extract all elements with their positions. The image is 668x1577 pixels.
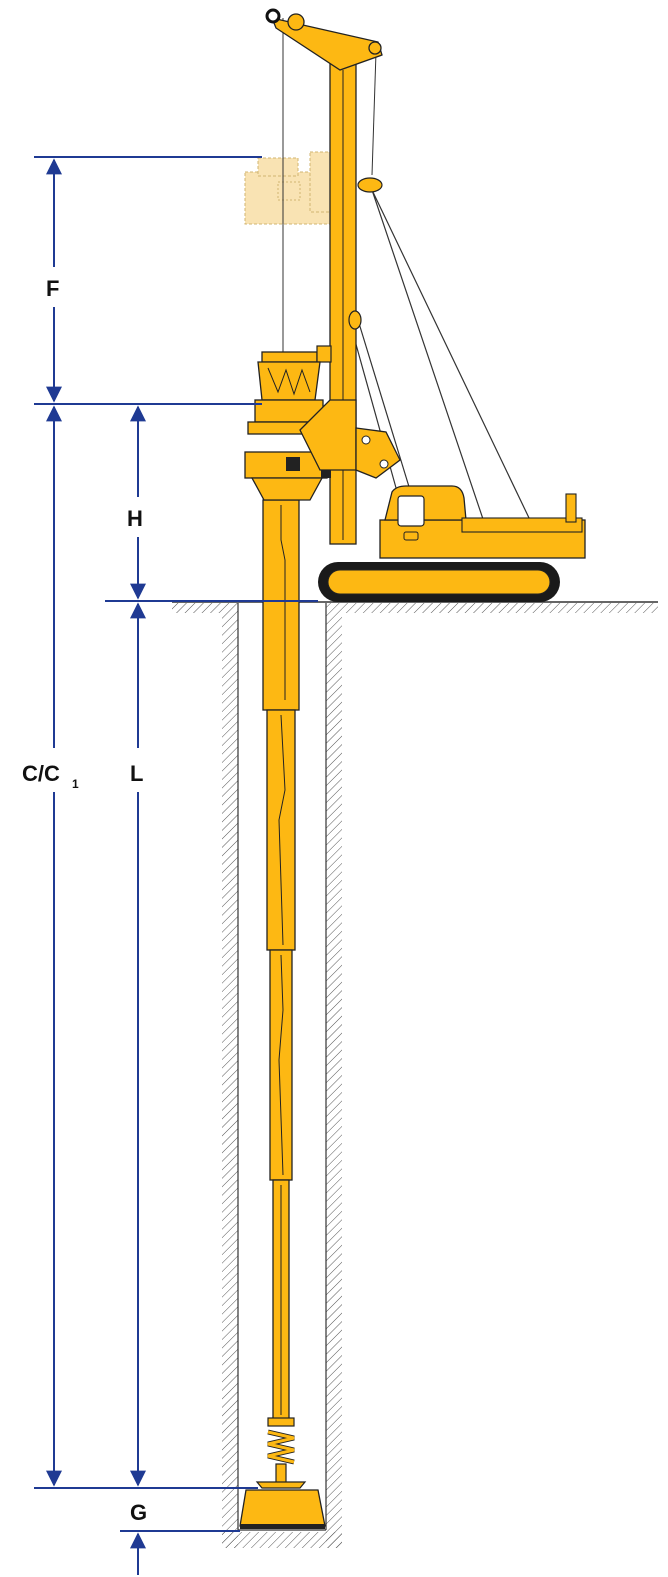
label-c-c1-subscript: 1 bbox=[72, 777, 79, 791]
ground bbox=[172, 601, 658, 613]
kelly-bar bbox=[262, 499, 300, 1421]
rotary-head-upper-position bbox=[244, 151, 333, 225]
dimension-lines bbox=[34, 156, 318, 1575]
label-l: L bbox=[130, 761, 143, 786]
borehole bbox=[222, 603, 342, 1548]
label-c-c1: C/C bbox=[22, 761, 60, 786]
label-f: F bbox=[46, 276, 59, 301]
auger-tool bbox=[239, 1417, 326, 1529]
base-machine bbox=[379, 485, 586, 559]
label-g: G bbox=[130, 1500, 147, 1525]
crawler-track bbox=[318, 562, 560, 602]
rotary-head bbox=[244, 345, 401, 501]
label-h: H bbox=[127, 506, 143, 531]
hoist-cable bbox=[282, 18, 377, 355]
